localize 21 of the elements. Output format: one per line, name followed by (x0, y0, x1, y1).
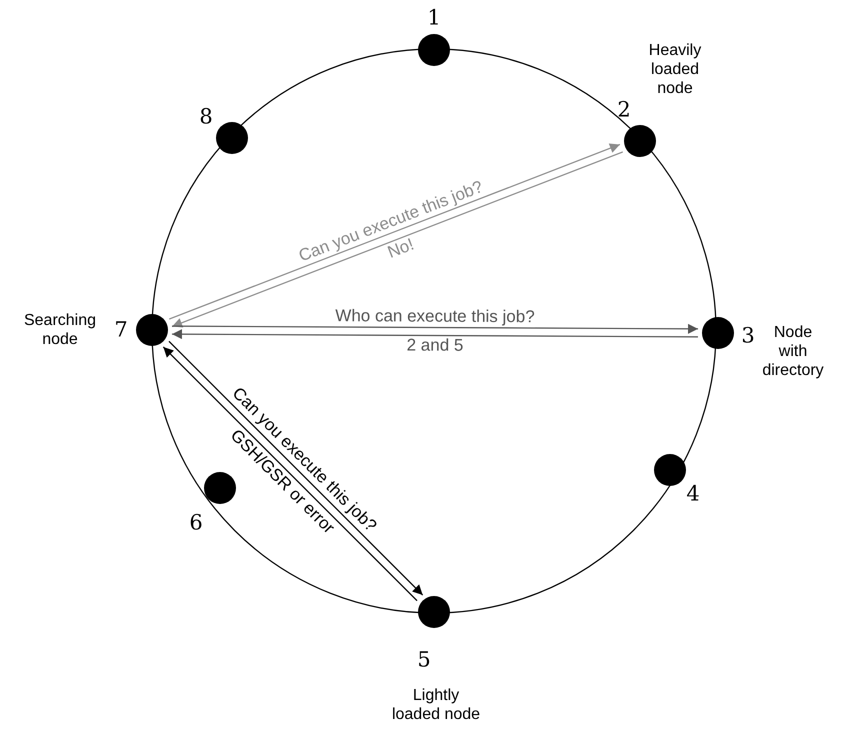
node-dot (654, 454, 686, 486)
node-caption: Heavily loaded node (648, 41, 702, 99)
node-number: 8 (199, 106, 213, 128)
node-caption: Searching node (22, 310, 98, 350)
edge-label: Who can execute this job? (334, 306, 536, 326)
node-caption: Lightly loaded node (391, 686, 481, 724)
node-number: 1 (427, 8, 441, 28)
node-number: 4 (686, 484, 700, 504)
node-dot (418, 596, 450, 628)
node-dot (216, 122, 248, 154)
node-number: 5 (417, 650, 431, 670)
node-caption: Node with directory (761, 323, 825, 381)
node-dot (136, 314, 168, 346)
node-number: 7 (114, 320, 128, 340)
node-number: 3 (741, 326, 755, 346)
node-dot (702, 317, 734, 349)
node-number: 2 (617, 100, 631, 120)
node-dot (624, 125, 656, 157)
arrow (172, 324, 698, 334)
node-number: 6 (189, 512, 203, 534)
node-dot (418, 34, 450, 66)
